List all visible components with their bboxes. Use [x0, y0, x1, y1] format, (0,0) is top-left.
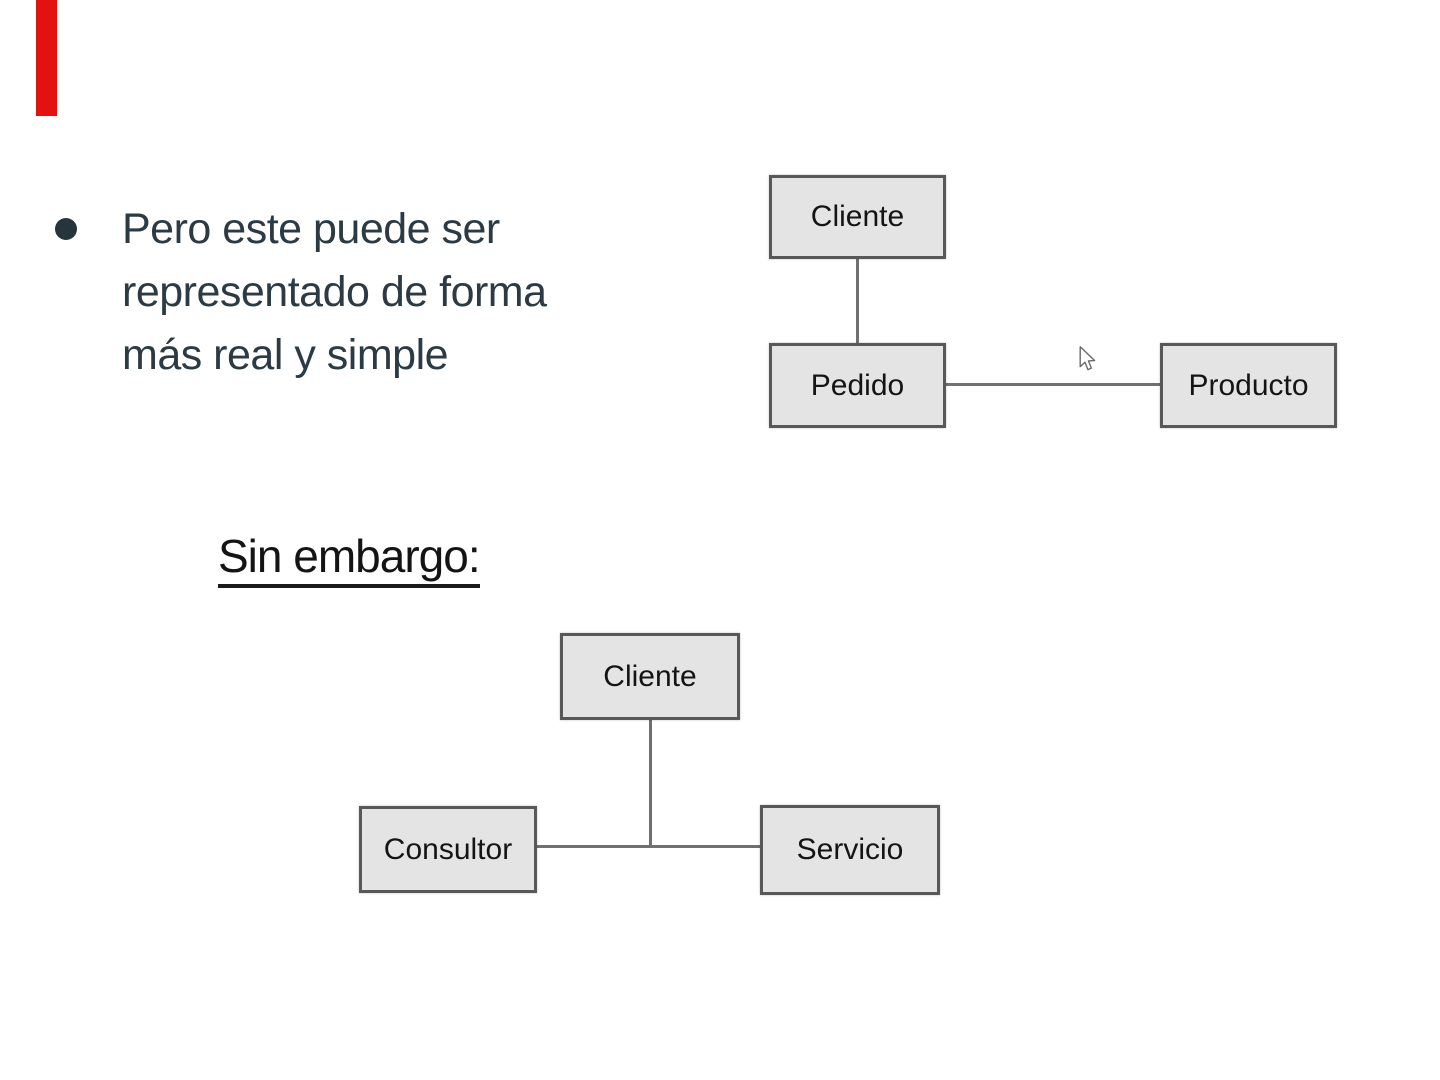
- red-marker-bar: [36, 0, 57, 116]
- node-pedido: Pedido: [769, 343, 946, 428]
- node-pedido-label: Pedido: [810, 368, 905, 402]
- bullet-line-1: Pero este puede ser: [122, 205, 500, 253]
- connector-pedido-producto: [946, 383, 1160, 386]
- bullet-line-3: más real y simple: [122, 331, 449, 379]
- node-cliente-top: Cliente: [769, 175, 946, 259]
- connector-cliente-junction: [649, 720, 652, 847]
- bullet-dot-icon: [55, 218, 77, 240]
- connector-cliente-pedido: [856, 259, 859, 343]
- node-producto-label: Producto: [1188, 368, 1309, 402]
- arrow-cursor-icon: [1079, 346, 1096, 371]
- node-cliente-bottom: Cliente: [560, 633, 740, 720]
- node-producto: Producto: [1160, 343, 1337, 428]
- bullet-text: Pero este puede ser representado de form…: [122, 198, 642, 387]
- node-consultor: Consultor: [359, 806, 537, 893]
- node-consultor-label: Consultor: [383, 832, 513, 866]
- node-servicio: Servicio: [760, 805, 940, 895]
- node-cliente-top-label: Cliente: [810, 200, 905, 233]
- node-servicio-label: Servicio: [796, 833, 904, 866]
- sin-embargo-heading: Sin embargo:: [218, 531, 481, 588]
- node-cliente-bottom-label: Cliente: [603, 659, 697, 693]
- bullet-line-2: representado de forma: [122, 268, 547, 316]
- connector-consultor-servicio: [537, 845, 760, 848]
